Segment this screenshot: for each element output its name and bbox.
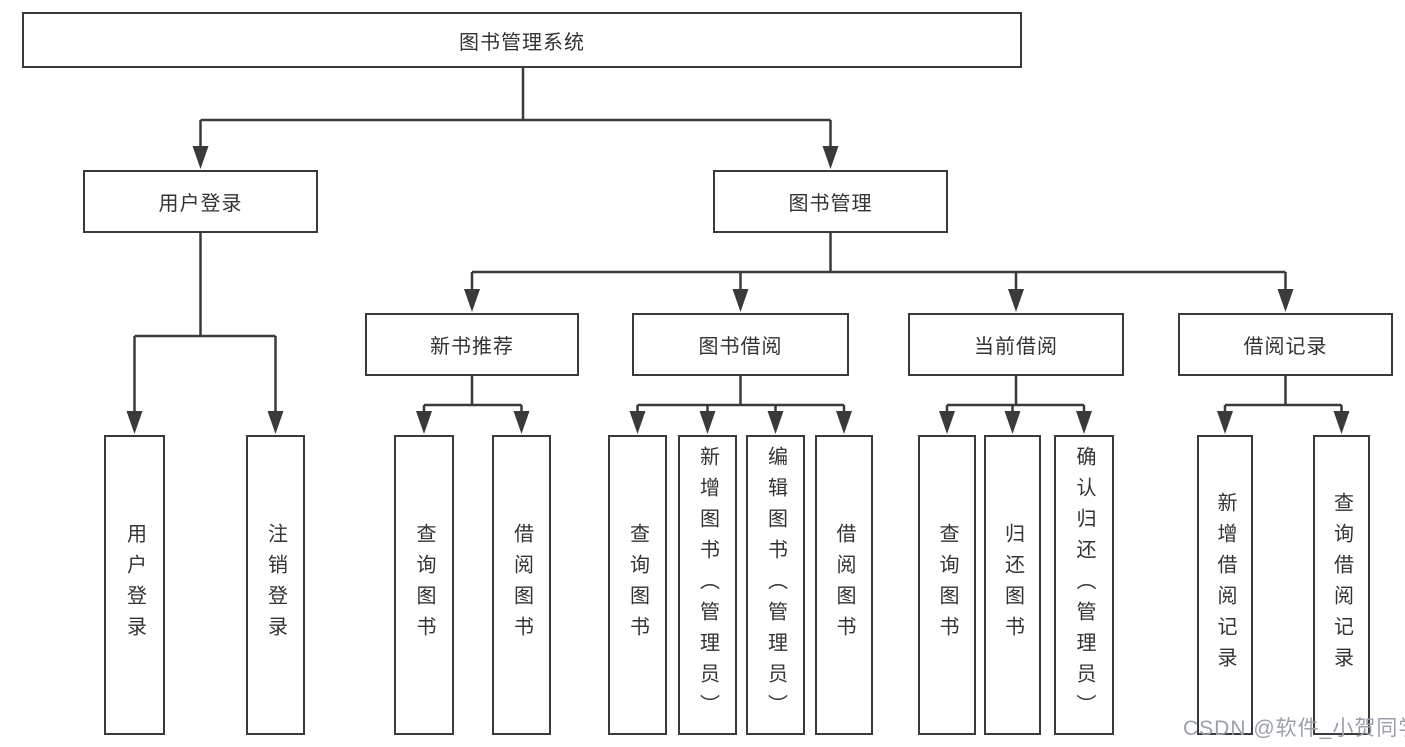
- node-label: 新书推荐: [430, 336, 514, 358]
- node-user-login: 用户登录: [83, 170, 318, 233]
- node-book-borrow: 图书借阅: [632, 313, 849, 376]
- leaf-user-login: 用户登录: [104, 435, 165, 735]
- node-borrow-records: 借阅记录: [1178, 313, 1393, 376]
- node-label: 查询借阅记录: [1330, 492, 1353, 678]
- leaf-logout: 注销登录: [246, 435, 305, 735]
- node-label: 查询图书: [413, 523, 435, 647]
- node-label: 用户登录: [123, 523, 146, 647]
- node-label: 借阅图书: [833, 523, 855, 647]
- leaf-borrow-book-recommend: 借阅图书: [492, 435, 551, 735]
- node-new-book-recommend: 新书推荐: [365, 313, 579, 376]
- leaf-borrow-book: 借阅图书: [815, 435, 873, 735]
- node-label: 新增借阅记录: [1214, 492, 1236, 678]
- node-label: 编辑图书（管理员）: [764, 445, 787, 725]
- node-label: 查询图书: [626, 523, 649, 647]
- leaf-query-books-borrow: 查询图书: [608, 435, 667, 735]
- node-label: 图书管理: [788, 193, 873, 215]
- node-book-management: 图书管理: [713, 170, 948, 233]
- node-label: 注销登录: [264, 523, 287, 647]
- node-label: 确认归还（管理员）: [1073, 445, 1095, 725]
- leaf-query-books-current: 查询图书: [918, 435, 976, 735]
- node-current-borrow: 当前借阅: [908, 313, 1124, 376]
- leaf-add-book-admin: 新增图书（管理员）: [678, 435, 737, 735]
- leaf-edit-book-admin: 编辑图书（管理员）: [746, 435, 805, 735]
- leaf-confirm-return-admin: 确认归还（管理员）: [1054, 435, 1114, 735]
- node-label: 借阅记录: [1243, 336, 1328, 358]
- leaf-add-borrow-record: 新增借阅记录: [1197, 435, 1253, 735]
- node-label: 新增图书（管理员）: [696, 445, 719, 725]
- leaf-query-borrow-record: 查询借阅记录: [1313, 435, 1370, 735]
- node-label: 查询图书: [936, 523, 958, 647]
- node-label: 图书借阅: [698, 336, 783, 358]
- leaf-query-books-recommend: 查询图书: [394, 435, 454, 735]
- node-label: 图书管理系统: [459, 31, 585, 54]
- node-library-system: 图书管理系统: [22, 12, 1022, 68]
- leaf-return-book: 归还图书: [984, 435, 1041, 735]
- watermark: CSDN @软件_小贺同学: [1183, 717, 1405, 740]
- node-label: 用户登录: [158, 193, 243, 215]
- node-label: 借阅图书: [510, 523, 533, 647]
- node-label: 归还图书: [1001, 523, 1024, 647]
- node-label: 当前借阅: [974, 336, 1058, 358]
